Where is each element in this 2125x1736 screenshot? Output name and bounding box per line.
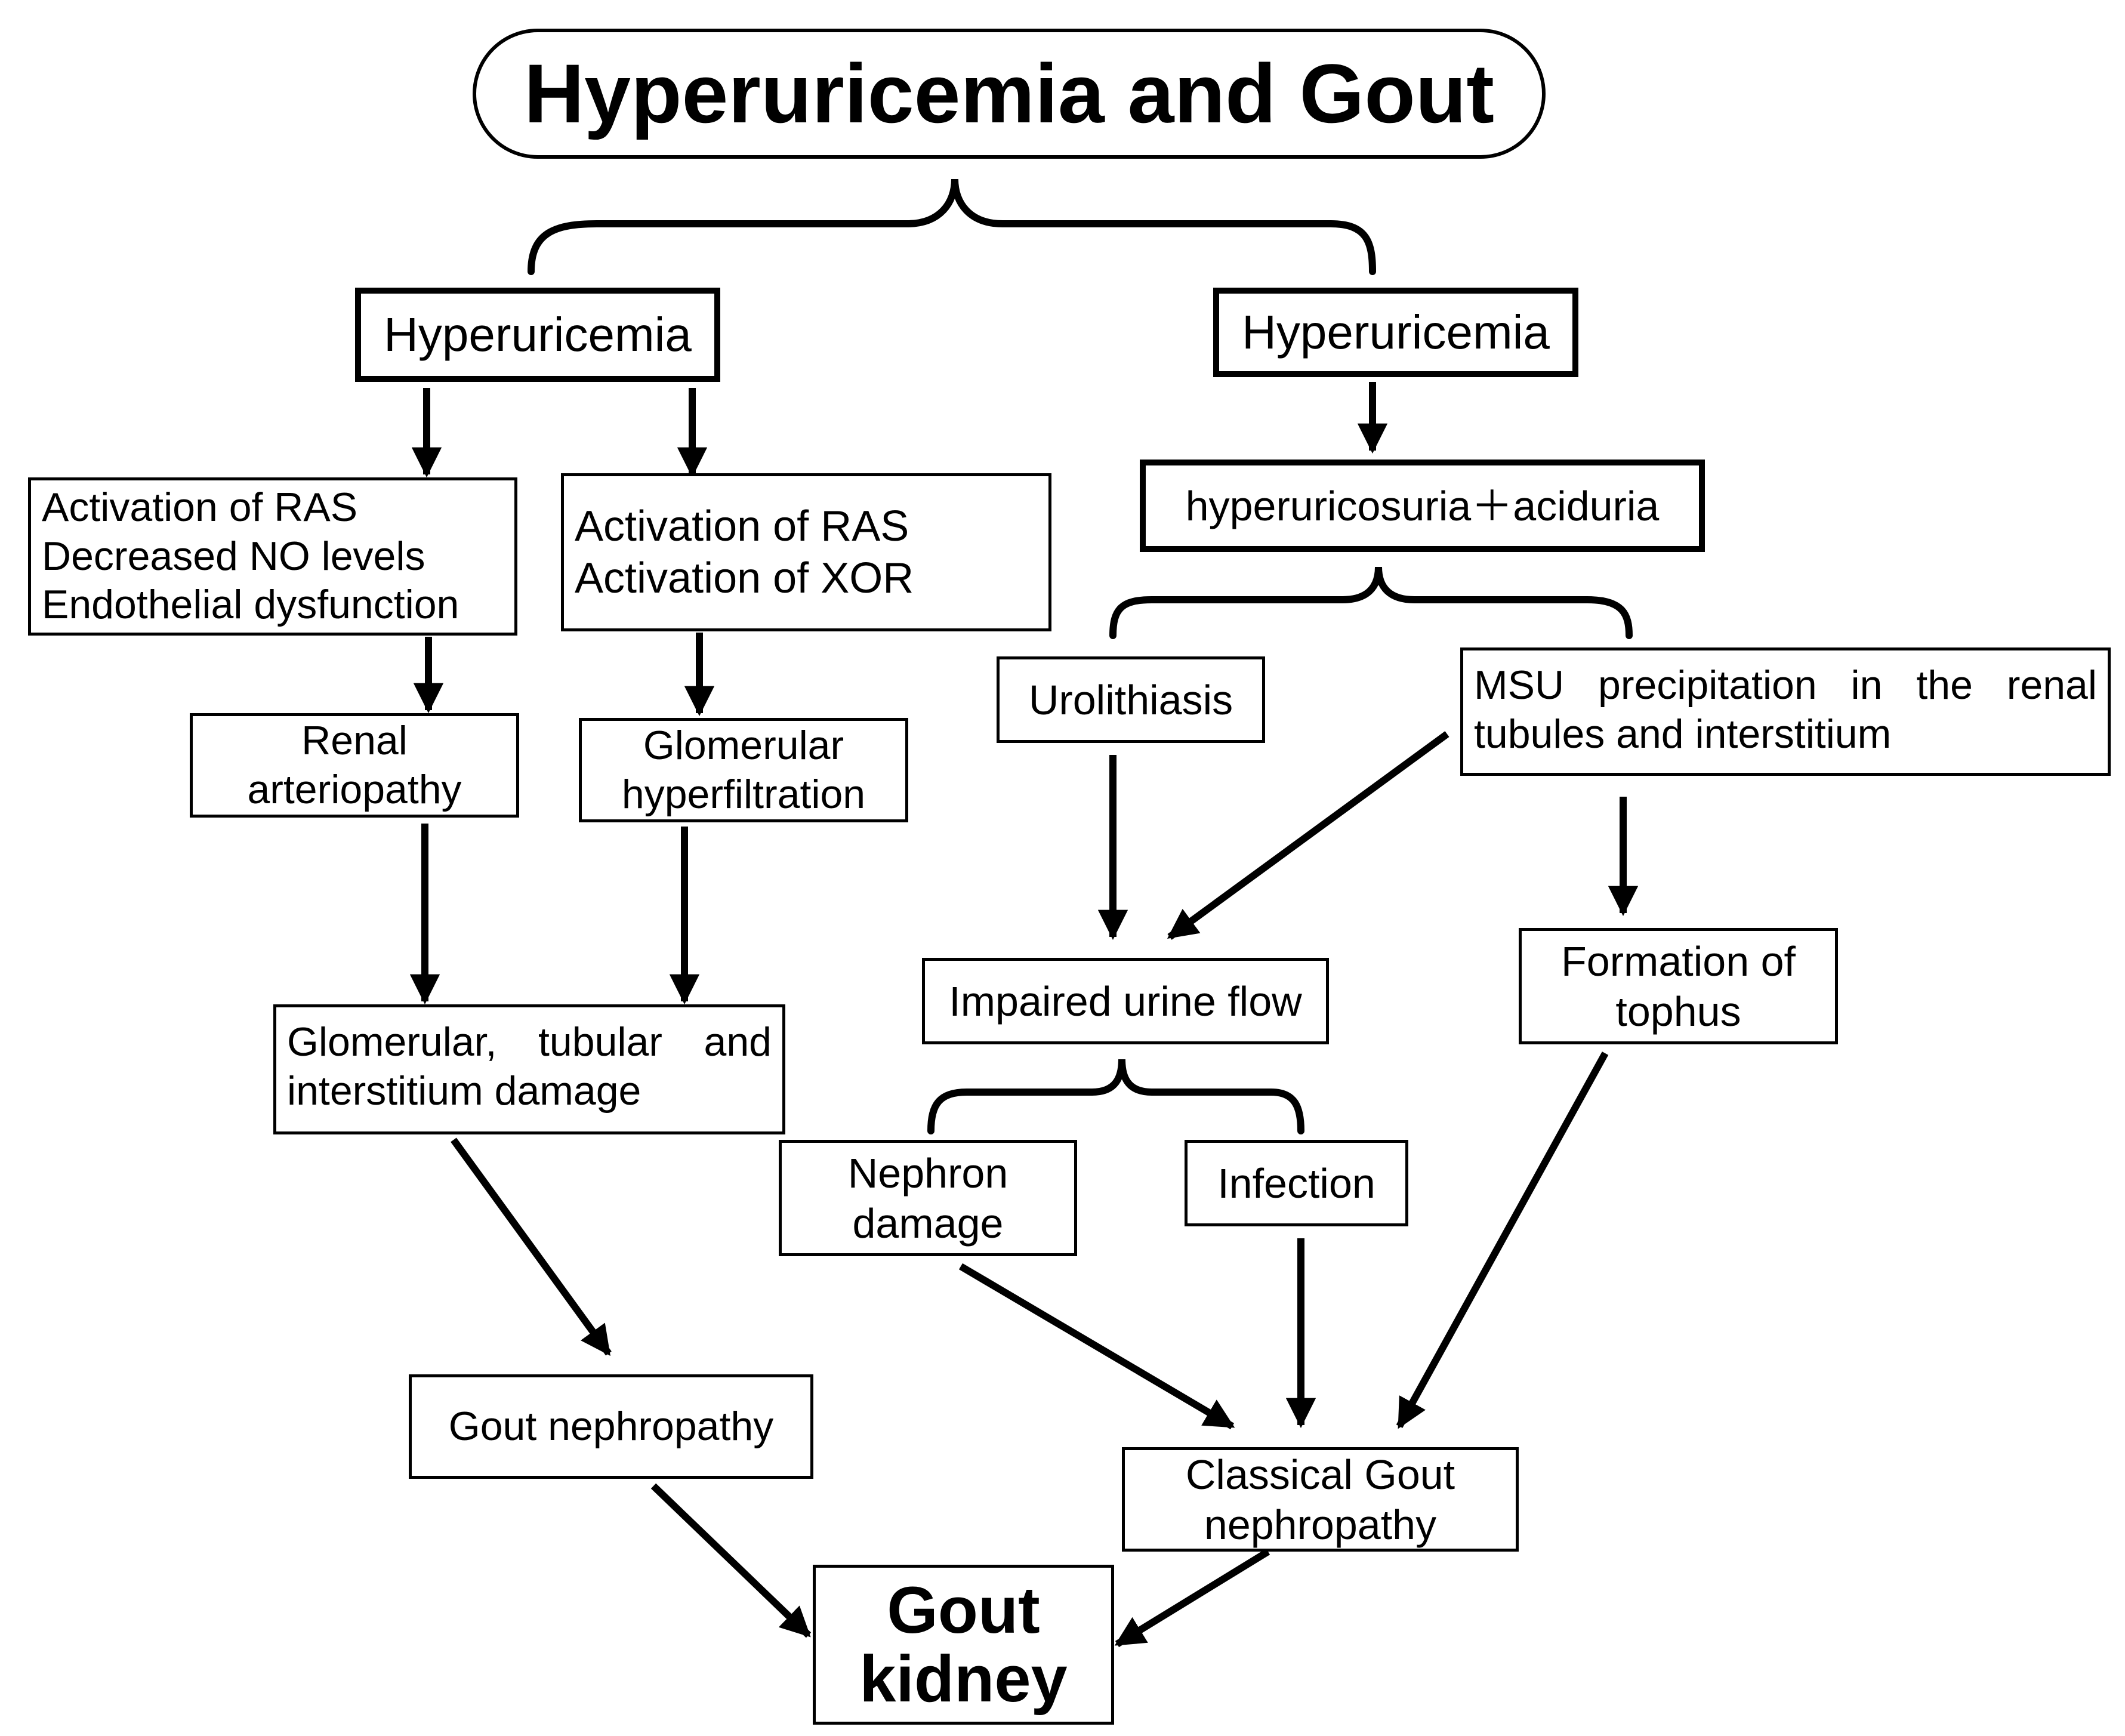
node-formation-of-tophus: Formation of tophus [1519,928,1838,1044]
node-gout-kidney-line-1: Gout [887,1573,1040,1647]
brace-impaired-flow [927,1059,1304,1134]
node-msu-precipitation: MSU precipitation in the renal tubules a… [1460,647,2111,776]
node-urolithiasis: Urolithiasis [997,656,1265,743]
brace-top [528,178,1376,275]
node-classical-line-1: Classical Gout [1185,1451,1455,1498]
arrow-gout-nephropathy-to-kidney [650,1483,812,1638]
node-ras-xor: Activation of RAS Activation of XOR [561,473,1051,631]
node-nephron-line-1: Nephron [847,1149,1008,1197]
node-ras-xor-line-2: Activation of XOR [575,554,914,602]
node-ras-xor-line-1: Activation of RAS [575,502,909,551]
arrow-damage-to-gout-nephropathy [451,1137,612,1356]
node-msu-line-1: MSU precipitation in the renal [1474,662,2097,708]
arrow-msu-to-impaired [1167,731,1449,940]
diagram-title: Hyperuricemia and Gout [473,29,1546,159]
node-glomerular-tubular-damage: Glomerular, tubular and interstitium dam… [273,1004,785,1134]
node-gout-kidney-line-2: kidney [859,1642,1068,1716]
node-glomerular-hyperfiltration: Glomerular hyperfiltration [579,718,908,822]
node-gout-kidney: Gout kidney [813,1565,1114,1725]
node-impaired-flow-label: Impaired urine flow [949,978,1302,1025]
node-gout-nephropathy-label: Gout nephropathy [448,1403,774,1449]
node-impaired-urine-flow: Impaired urine flow [922,958,1329,1044]
node-hyperuricemia-left-label: Hyperuricemia [384,308,692,361]
node-hyperuricemia-right-label: Hyperuricemia [1242,306,1550,359]
node-ras-no-line-1: Activation of RAS [42,485,358,531]
node-infection-label: Infection [1217,1160,1375,1207]
node-hyperuricosuria-label: hyperuricosuria＋aciduria [1185,482,1660,529]
arrow-tophus-to-classical [1396,1052,1609,1429]
node-hyperuricemia-right: Hyperuricemia [1213,288,1578,377]
node-msu-line-2: tubules and interstitium [1474,711,1892,757]
brace-hyperuricosuria [1109,566,1633,639]
node-tophus-line-2: tophus [1615,988,1741,1035]
node-hyperuricosuria-aciduria: hyperuricosuria＋aciduria [1140,460,1705,552]
node-tophus-line-1: Formation of [1561,938,1796,985]
node-hyperuricemia-left: Hyperuricemia [355,288,720,382]
node-ras-no-line-2: Decreased NO levels [42,533,425,579]
node-nephron-line-2: damage [852,1200,1004,1247]
node-damage-line-1: Glomerular, tubular and [287,1019,772,1065]
node-ras-no-endothelial: Activation of RAS Decreased NO levels En… [28,477,517,636]
node-ras-no-line-3: Endothelial dysfunction [42,582,459,628]
node-classical-gout-nephropathy: Classical Gout nephropathy [1122,1447,1519,1552]
node-infection: Infection [1185,1140,1408,1226]
node-arteriopathy-line-1: Renal [301,717,408,763]
node-renal-arteriopathy: Renal arteriopathy [190,713,519,818]
node-nephron-damage: Nephron damage [779,1140,1077,1256]
node-damage-line-2: interstitium damage [287,1068,641,1114]
node-urolithiasis-label: Urolithiasis [1028,676,1233,723]
node-classical-line-2: nephropathy [1204,1501,1437,1548]
node-gout-nephropathy: Gout nephropathy [409,1374,813,1479]
arrow-nephron-to-classical [958,1263,1235,1430]
arrow-classical-to-kidney [1114,1548,1270,1648]
node-hyperfiltration-line-2: hyperfiltration [621,771,866,817]
node-arteriopathy-line-2: arteriopathy [247,766,462,812]
node-hyperfiltration-line-1: Glomerular [643,722,844,768]
